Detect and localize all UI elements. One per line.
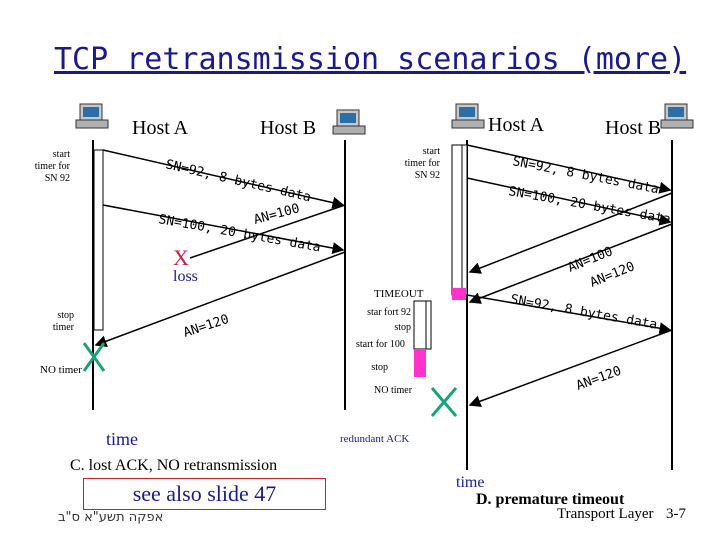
stop-label: stop xyxy=(371,362,388,373)
stop-label: stop xyxy=(394,322,411,333)
no-timer-cross xyxy=(82,342,106,372)
computer-icon xyxy=(660,103,694,129)
start-timer-label: timer for xyxy=(405,158,441,169)
segment-arrow xyxy=(102,204,345,254)
no-timer-cross xyxy=(430,387,458,417)
footer-right: Transport Layer xyxy=(557,506,654,522)
segment-label: SN=92, 8 bytes data xyxy=(509,292,658,333)
timeout-marker xyxy=(414,349,426,377)
segment-arrow xyxy=(102,149,345,209)
caption: D. premature timeout xyxy=(476,491,625,508)
stop-timer-label: timer xyxy=(53,322,75,333)
ack-arrow xyxy=(189,204,346,259)
page-title: TCP retransmission scenarios (more) xyxy=(54,42,687,77)
host-a-label: Host A xyxy=(132,117,189,139)
ack-arrow xyxy=(94,251,346,347)
ack-arrow xyxy=(468,329,673,407)
see-also-box: see also slide 47 xyxy=(83,478,326,510)
computer-icon xyxy=(332,109,366,135)
start-timer-label: timer for xyxy=(35,161,71,172)
loss-label: loss xyxy=(173,268,198,285)
page-number: 3-7 xyxy=(666,506,686,522)
start-timer-label: start for 100 xyxy=(356,339,405,350)
ack-label: AN=120 xyxy=(182,312,231,341)
loss-mark: X xyxy=(173,245,189,270)
ack-arrow xyxy=(468,223,673,304)
computer-icon xyxy=(451,103,485,129)
host-a-label: Host A xyxy=(488,114,545,136)
timeout-marker xyxy=(452,288,466,300)
redundant-ack-label: redundant ACK xyxy=(340,433,409,445)
ack-label: AN=120 xyxy=(574,364,623,394)
time-label: time xyxy=(456,474,484,491)
segment-arrow xyxy=(466,144,672,194)
time-label: time xyxy=(106,429,138,449)
timer-bar xyxy=(461,144,468,296)
caption: C. lost ACK, NO retransmission xyxy=(70,457,277,474)
host-b-label: Host B xyxy=(605,117,661,139)
start-timer-label: star fort 92 xyxy=(367,307,411,318)
start-timer-label: start xyxy=(53,149,70,160)
stop-timer-label: stop xyxy=(57,310,74,321)
computer-icon xyxy=(75,103,109,129)
segment-arrow xyxy=(466,177,672,226)
start-timer-label: SN 92 xyxy=(45,173,70,184)
ack-arrow xyxy=(468,192,673,274)
segment-arrow xyxy=(466,294,672,335)
timeout-label: TIMEOUT xyxy=(374,288,424,300)
start-timer-label: start xyxy=(423,146,440,157)
timer-bar xyxy=(413,300,427,350)
no-timer-label: NO timer xyxy=(40,364,82,376)
start-timer-label: SN 92 xyxy=(415,170,440,181)
no-timer-label: NO timer xyxy=(374,385,413,396)
timer-bar xyxy=(425,300,432,350)
ack-label: AN=100 xyxy=(252,201,301,228)
timer-bar xyxy=(93,149,104,331)
segment-label: SN=92, 8 bytes data xyxy=(164,157,312,205)
footer-left: אפקה תשע"א ס"ב xyxy=(58,510,164,525)
host-b-label: Host B xyxy=(260,117,316,139)
